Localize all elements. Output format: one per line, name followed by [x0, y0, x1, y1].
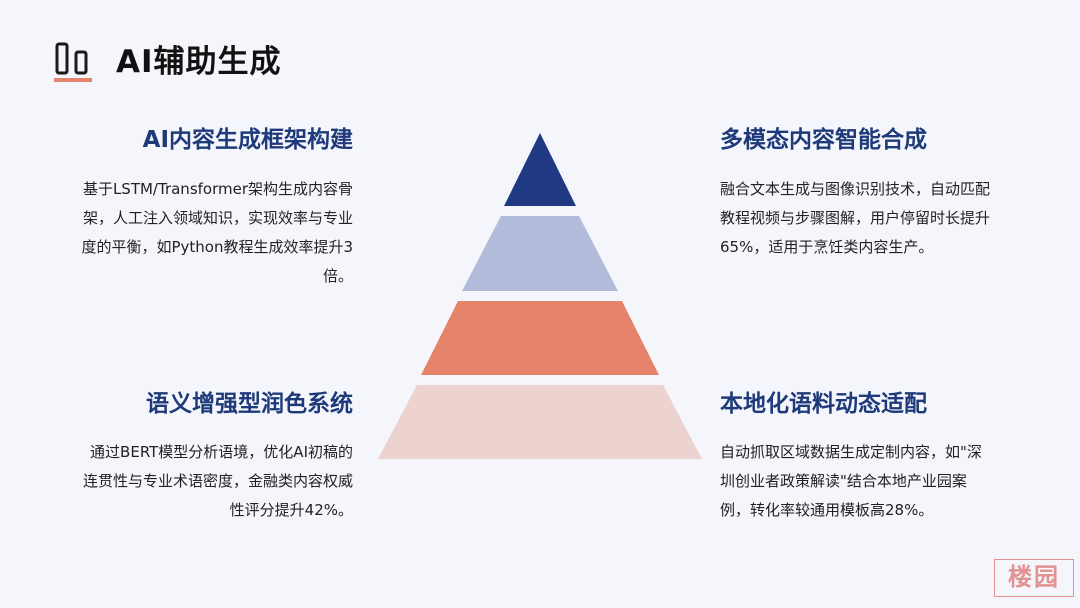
desc-semantic: 通过BERT模型分析语境，优化AI初稿的 连贯性与专业术语密度，金融类内容权威 … [40, 438, 353, 525]
desc-line: 倍。 [322, 267, 353, 285]
pyramid-tier-2 [462, 216, 618, 291]
desc-line: 圳创业者政策解读"结合本地产业园案 [720, 472, 967, 490]
pyramid-diagram [378, 133, 702, 459]
desc-line: 架，人工注入领域知识，实现效率与专业 [82, 209, 353, 227]
heading-localization: 本地化语料动态适配 [720, 391, 927, 417]
desc-line: 基于LSTM/Transformer架构生成内容骨 [82, 180, 353, 198]
desc-line: 连贯性与专业术语密度，金融类内容权威 [82, 472, 353, 490]
pyramid-tier-1 [504, 133, 576, 206]
desc-localization: 自动抓取区域数据生成定制内容，如"深 圳创业者政策解读"结合本地产业园案 例，转… [720, 438, 1040, 525]
page-title: AI辅助生成 [116, 44, 282, 80]
pyramid-tier-4 [378, 385, 702, 459]
desc-line: 度的平衡，如Python教程生成效率提升3 [81, 238, 353, 256]
heading-semantic: 语义增强型润色系统 [146, 391, 353, 417]
desc-line: 教程视频与步骤图解，用户停留时长提升 [720, 209, 991, 227]
desc-ai-framework: 基于LSTM/Transformer架构生成内容骨 架，人工注入领域知识，实现效… [40, 175, 353, 291]
desc-line: 自动抓取区域数据生成定制内容，如"深 [720, 443, 982, 461]
desc-line: 通过BERT模型分析语境，优化AI初稿的 [90, 443, 353, 461]
pyramid-tier-3 [421, 301, 659, 375]
watermark-seal: 楼园 [994, 559, 1074, 597]
desc-line: 融合文本生成与图像识别技术，自动匹配 [720, 180, 991, 198]
heading-ai-framework: AI内容生成框架构建 [142, 127, 353, 153]
desc-line: 例，转化率较通用模板高28%。 [720, 501, 934, 519]
bars-logo-icon [54, 42, 92, 82]
desc-multimodal: 融合文本生成与图像识别技术，自动匹配 教程视频与步骤图解，用户停留时长提升 65… [720, 175, 1040, 262]
desc-line: 性评分提升42%。 [229, 501, 353, 519]
desc-line: 65%，适用于烹饪类内容生产。 [720, 238, 934, 256]
heading-multimodal: 多模态内容智能合成 [720, 127, 927, 153]
